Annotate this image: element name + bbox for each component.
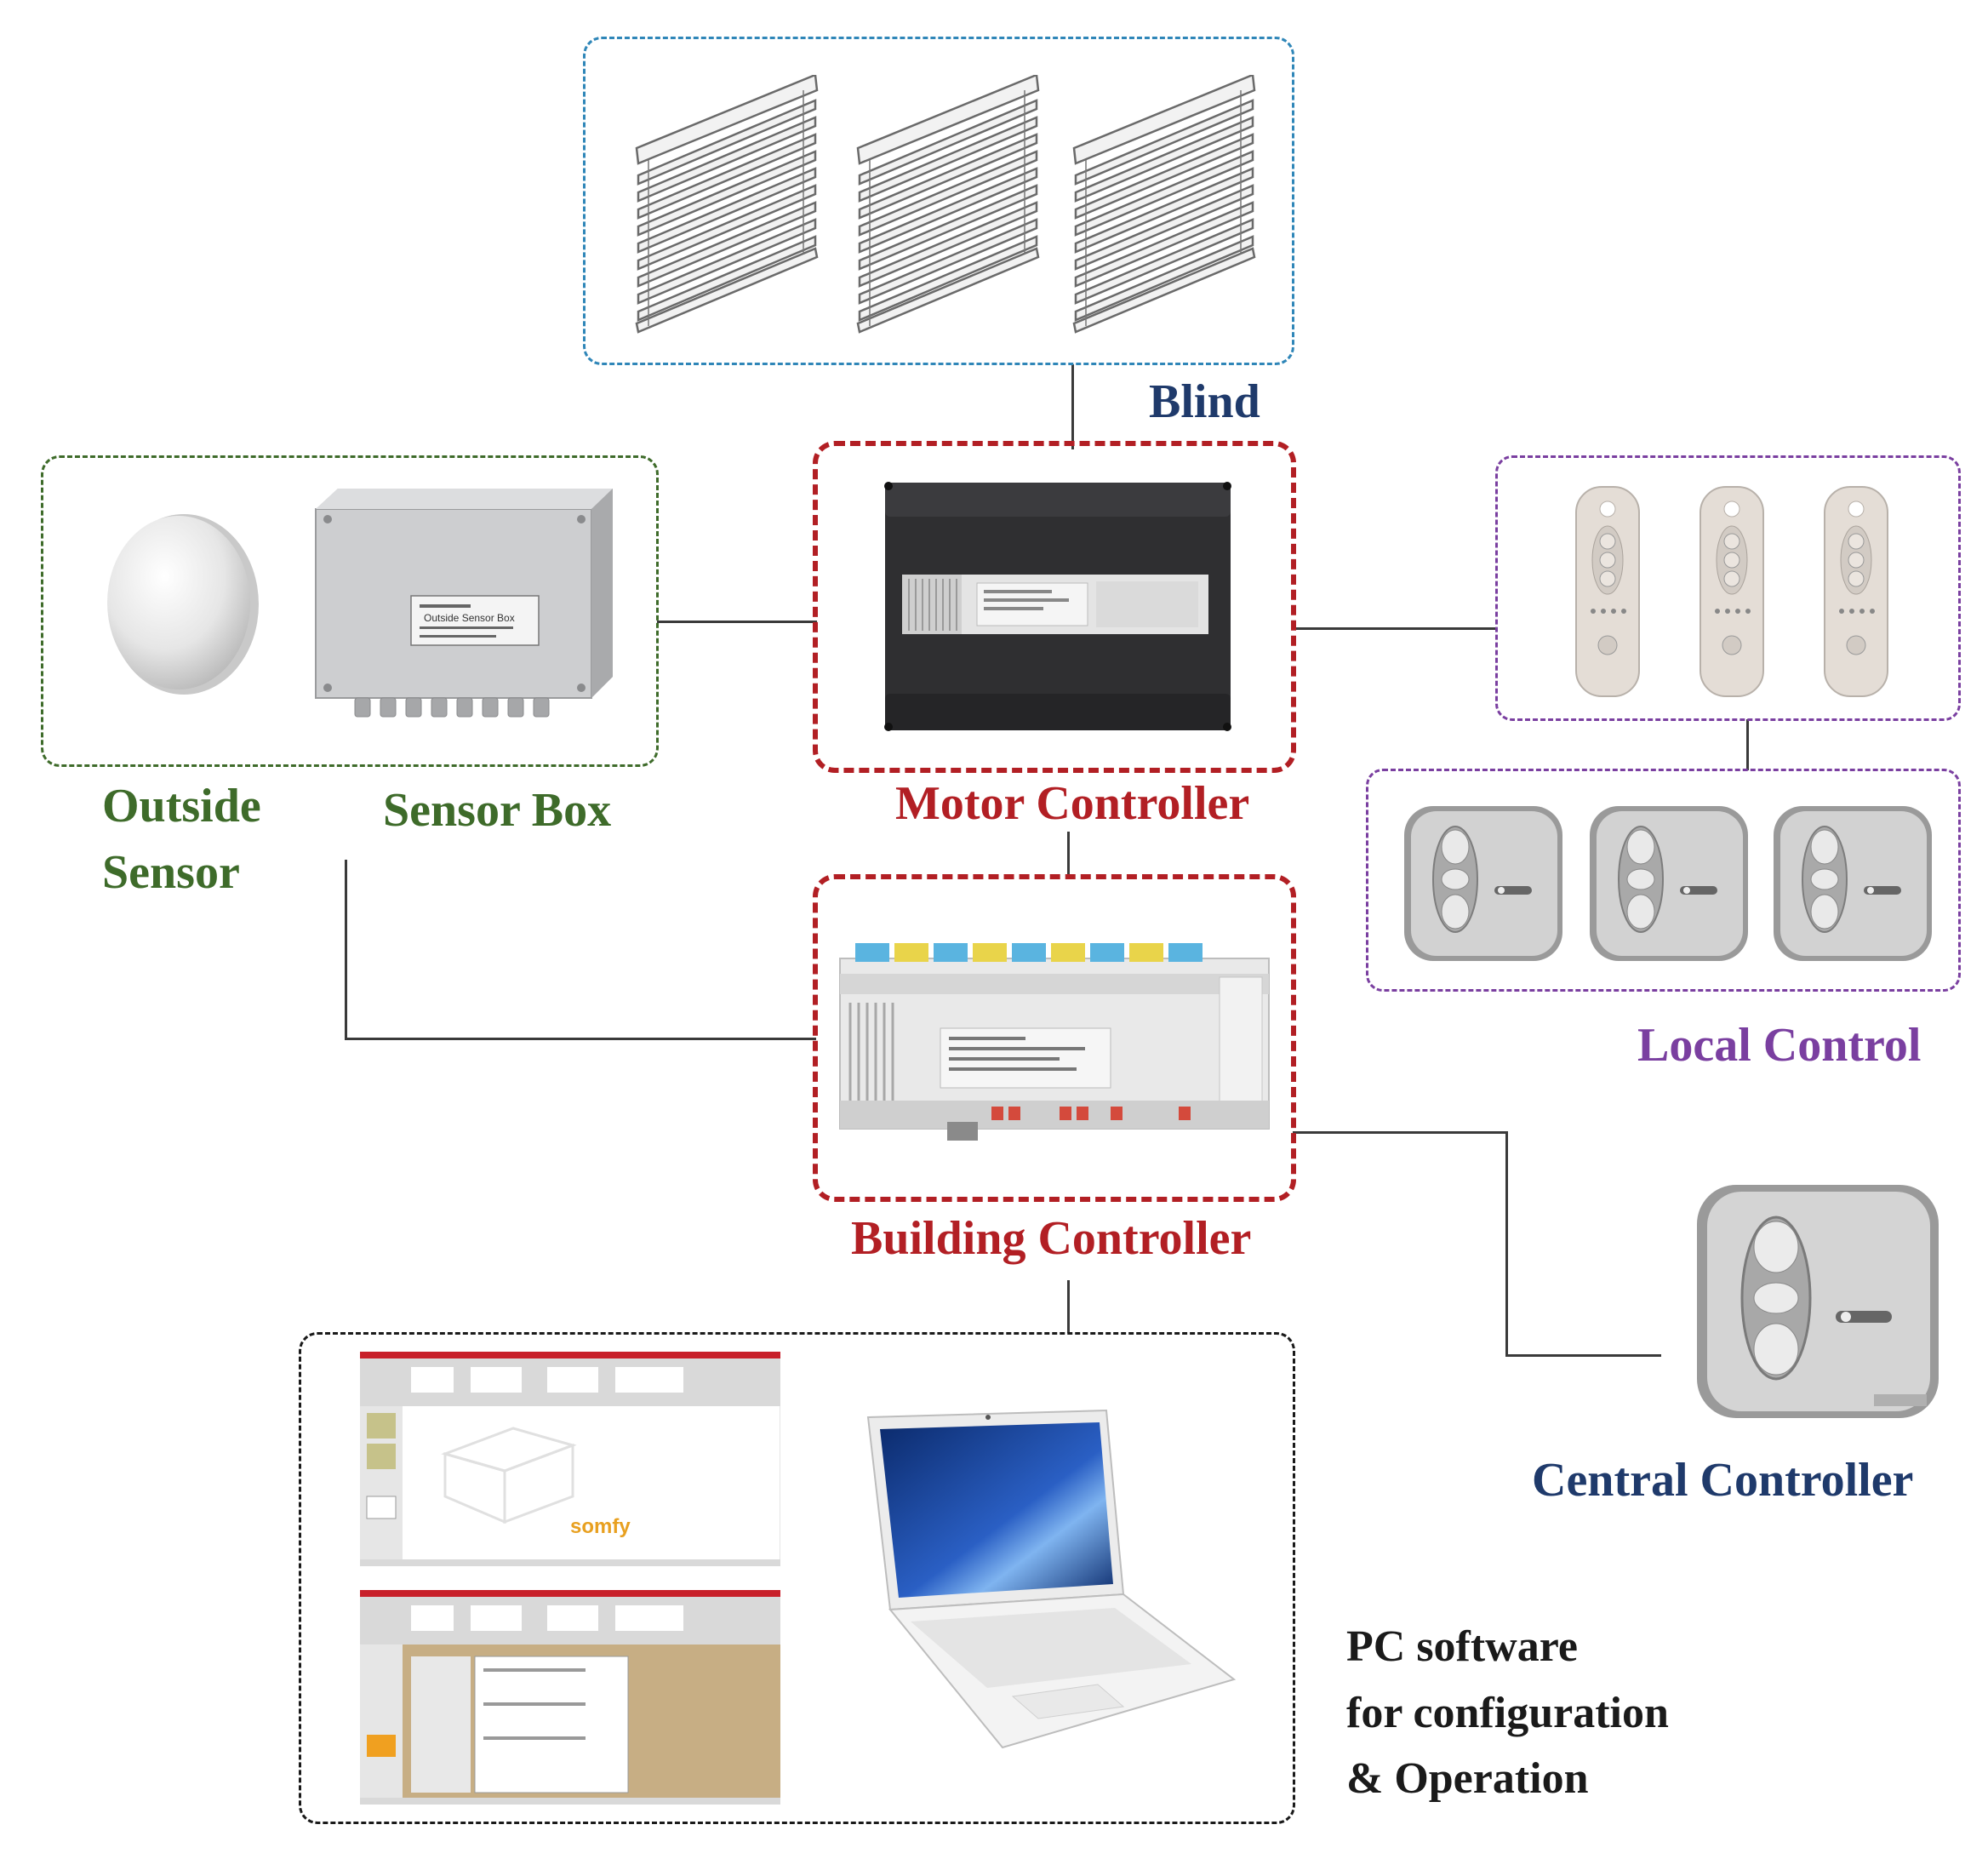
label-building-controller: Building Controller (851, 1212, 1252, 1265)
label-sensor-box: Sensor Box (383, 784, 612, 837)
software-screenshot-icon-1 (360, 1352, 780, 1566)
label-blind: Blind (1149, 375, 1260, 428)
wire-building-central-v (1505, 1131, 1508, 1357)
wire-motor-building (1067, 832, 1070, 876)
label-pc-software-1: PC software (1346, 1622, 1578, 1671)
handheld-remote-icon-3 (1824, 486, 1888, 697)
wall-switch-icon-3 (1774, 806, 1932, 961)
handheld-remote-icon-1 (1575, 486, 1640, 697)
remote-group-box (1495, 455, 1961, 721)
pc-group-box (299, 1332, 1295, 1824)
wall-switch-icon-1 (1404, 806, 1562, 961)
wire-motor-local (1293, 627, 1495, 630)
wire-building-central-h1 (1293, 1131, 1507, 1134)
din-rail-controller-icon (839, 943, 1270, 1141)
laptop-icon (866, 1409, 1237, 1749)
label-outside-sensor-2: Sensor (102, 846, 240, 899)
label-pc-software-3: & Operation (1346, 1754, 1589, 1803)
wire-building-central-h2 (1505, 1354, 1661, 1357)
blind-icon-3 (1072, 75, 1256, 334)
motor-controller-box (813, 441, 1296, 773)
dome-sensor-icon (107, 514, 259, 695)
junction-box-icon (315, 489, 613, 718)
blind-icon-2 (856, 75, 1040, 334)
brand-logo: somfy (570, 1515, 631, 1538)
central-wall-switch-icon (1697, 1185, 1939, 1418)
label-local-control: Local Control (1637, 1019, 1922, 1072)
wire-remote-wallswitch (1746, 719, 1749, 770)
handheld-remote-icon-2 (1700, 486, 1764, 697)
wire-building-pc (1067, 1280, 1070, 1333)
label-pc-software-2: for configuration (1346, 1689, 1669, 1737)
motor-controller-device-icon (884, 482, 1231, 731)
sensor-box-plate-text: Outside Sensor Box (424, 612, 515, 624)
wall-switch-group-box (1366, 769, 1961, 992)
wire-sensor-building-v (345, 860, 347, 1040)
wire-blind-motor (1071, 364, 1074, 449)
sensor-group-box (41, 455, 659, 767)
software-screenshot-icon-2 (360, 1590, 780, 1805)
building-controller-box (813, 874, 1296, 1202)
blind-icon-1 (635, 75, 819, 334)
label-outside-sensor-1: Outside (102, 780, 261, 832)
label-motor-controller: Motor Controller (895, 777, 1250, 830)
wire-sensor-motor (657, 621, 817, 623)
wire-sensor-building-h (345, 1038, 816, 1040)
wall-switch-icon-2 (1590, 806, 1748, 961)
label-central-controller: Central Controller (1532, 1454, 1914, 1507)
blind-group-box (583, 37, 1294, 365)
